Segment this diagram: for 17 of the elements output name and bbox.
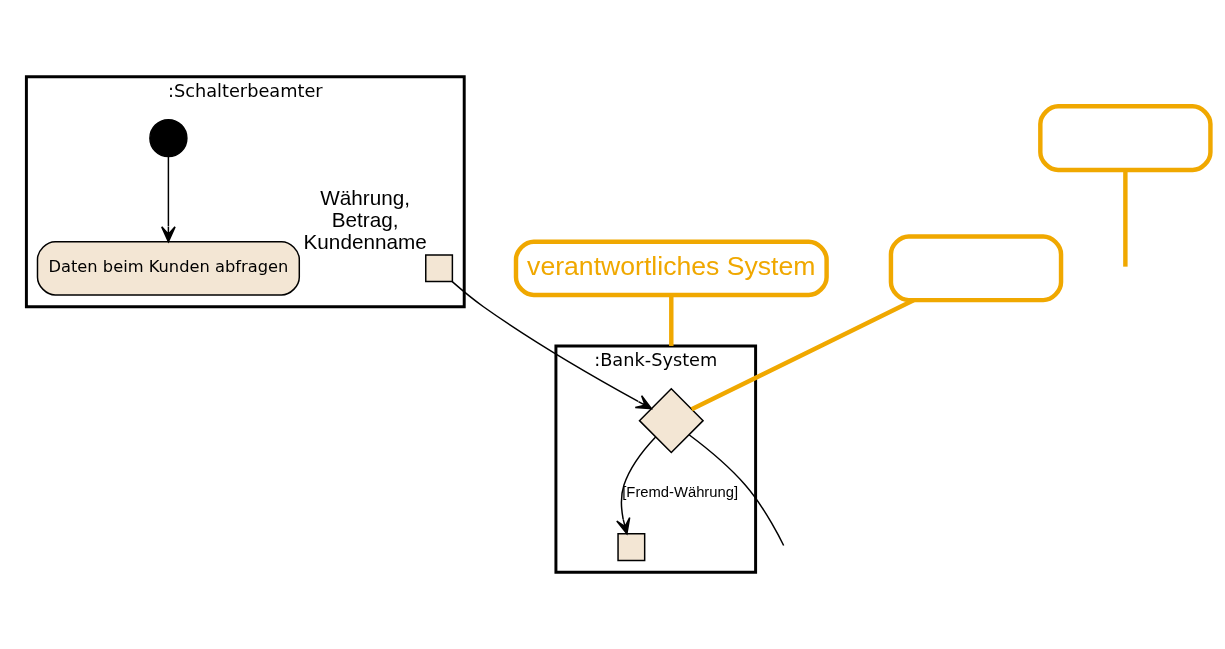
connector — [1123, 170, 1128, 267]
node-box — [617, 533, 646, 562]
connector — [690, 298, 915, 412]
connector — [669, 295, 674, 346]
arrow — [616, 436, 657, 535]
node-box: verantwortliches System — [513, 239, 829, 298]
edge-label: [Fremd-Währung] — [622, 483, 739, 500]
node-circle — [149, 118, 188, 158]
node-box — [888, 234, 1064, 303]
node-label: Währung, Betrag, Kundenname — [303, 185, 427, 254]
arrow — [161, 156, 176, 243]
node-box — [425, 254, 454, 283]
node-box — [1038, 104, 1213, 173]
node-diamond — [638, 387, 705, 454]
connector — [688, 434, 785, 547]
arrow — [451, 280, 653, 410]
node-box: Daten beim Kunden abfragen — [36, 240, 301, 296]
